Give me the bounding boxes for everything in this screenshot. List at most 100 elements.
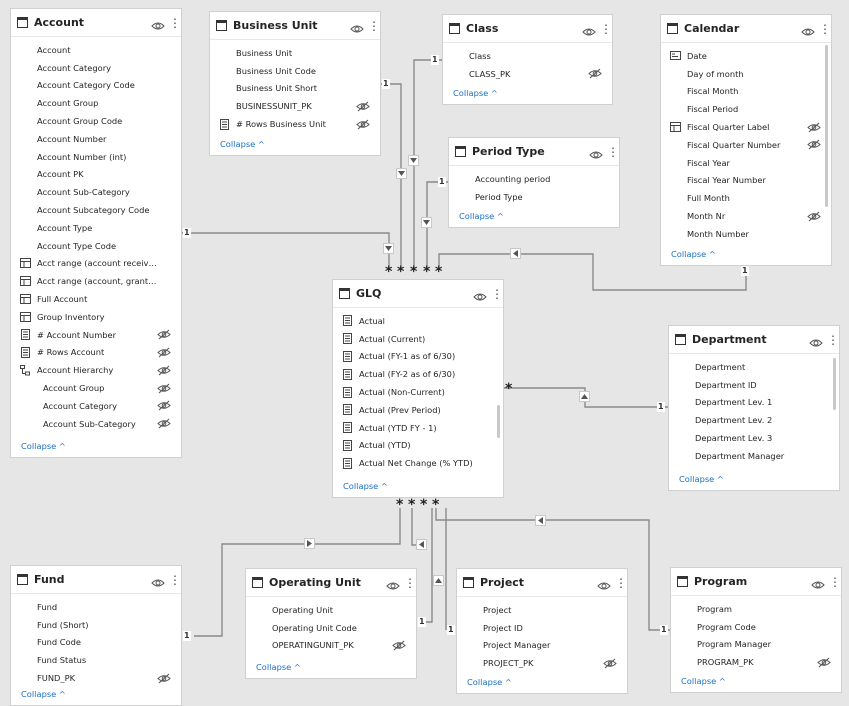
field-row[interactable]: Account Group bbox=[11, 379, 181, 397]
table-header[interactable]: Calendar⋮ bbox=[661, 15, 831, 43]
field-row[interactable]: PROJECT_PK bbox=[457, 654, 627, 672]
field-row[interactable]: Project bbox=[457, 601, 627, 619]
field-row[interactable]: Department Lev. 1 bbox=[669, 394, 839, 412]
field-row[interactable]: Account Category bbox=[11, 59, 181, 77]
field-row[interactable]: Project Manager bbox=[457, 637, 627, 655]
field-row[interactable]: Full Month bbox=[661, 189, 831, 207]
hidden-field-icon[interactable] bbox=[157, 418, 171, 429]
more-options-icon[interactable]: ⋮ bbox=[491, 286, 503, 301]
collapse-link[interactable]: Collapse ^ bbox=[681, 676, 726, 686]
field-row[interactable]: OPERATINGUNIT_PK bbox=[246, 637, 416, 655]
field-row[interactable]: Fiscal Month bbox=[661, 83, 831, 101]
field-row[interactable]: Day of month bbox=[661, 65, 831, 83]
more-options-icon[interactable]: ⋮ bbox=[404, 575, 416, 590]
collapse-link[interactable]: Collapse ^ bbox=[21, 441, 66, 451]
field-row[interactable]: Program Manager bbox=[671, 636, 841, 654]
collapse-link[interactable]: Collapse ^ bbox=[453, 88, 498, 98]
filter-arrow-down-icon[interactable] bbox=[396, 168, 407, 179]
field-row[interactable]: Fund Status bbox=[11, 651, 181, 669]
field-row[interactable]: Actual (FY-1 as of 6/30) bbox=[333, 348, 503, 366]
filter-arrow-right-icon[interactable] bbox=[304, 538, 315, 549]
field-row[interactable]: Class bbox=[443, 47, 612, 65]
field-row[interactable]: # Rows Account bbox=[11, 344, 181, 362]
table-header[interactable]: Program⋮ bbox=[671, 568, 841, 596]
field-row[interactable]: Month Nr bbox=[661, 207, 831, 225]
hidden-field-icon[interactable] bbox=[157, 383, 171, 394]
field-row[interactable]: # Account Number bbox=[11, 326, 181, 344]
field-row[interactable]: Account Category Code bbox=[11, 77, 181, 95]
scrollbar[interactable] bbox=[825, 45, 828, 207]
field-row[interactable]: Account Category bbox=[11, 397, 181, 415]
field-row[interactable]: Fiscal Period bbox=[661, 100, 831, 118]
visibility-eye-icon[interactable] bbox=[597, 577, 611, 589]
collapse-link[interactable]: Collapse ^ bbox=[679, 474, 724, 484]
hidden-field-icon[interactable] bbox=[157, 673, 171, 684]
field-row[interactable]: Account Group bbox=[11, 94, 181, 112]
table-header[interactable]: GLQ⋮ bbox=[333, 280, 503, 308]
field-row[interactable]: Department Lev. 2 bbox=[669, 411, 839, 429]
field-row[interactable]: Actual (Non-Current) bbox=[333, 383, 503, 401]
hidden-field-icon[interactable] bbox=[807, 211, 821, 222]
field-row[interactable]: Business Unit Code bbox=[210, 62, 380, 80]
more-options-icon[interactable]: ⋮ bbox=[615, 575, 627, 590]
visibility-eye-icon[interactable] bbox=[151, 17, 165, 29]
hidden-field-icon[interactable] bbox=[603, 658, 617, 669]
field-row[interactable]: Period Type bbox=[449, 188, 619, 206]
hidden-field-icon[interactable] bbox=[157, 329, 171, 340]
field-row[interactable]: Acct range (account receivable) bbox=[11, 255, 181, 273]
more-options-icon[interactable]: ⋮ bbox=[169, 572, 181, 587]
field-row[interactable]: Account Subcategory Code bbox=[11, 201, 181, 219]
visibility-eye-icon[interactable] bbox=[386, 577, 400, 589]
table-header[interactable]: Period Type⋮ bbox=[449, 138, 619, 166]
visibility-eye-icon[interactable] bbox=[809, 334, 823, 346]
filter-arrow-left-icon[interactable] bbox=[535, 515, 546, 526]
field-row[interactable]: Actual (YTD) bbox=[333, 437, 503, 455]
visibility-eye-icon[interactable] bbox=[151, 574, 165, 586]
visibility-eye-icon[interactable] bbox=[582, 23, 596, 35]
field-row[interactable]: Account Number (int) bbox=[11, 148, 181, 166]
filter-arrow-down-icon[interactable] bbox=[421, 217, 432, 228]
visibility-eye-icon[interactable] bbox=[811, 576, 825, 588]
field-row[interactable]: Operating Unit bbox=[246, 601, 416, 619]
field-row[interactable]: BUSINESSUNIT_PK bbox=[210, 97, 380, 115]
hidden-field-icon[interactable] bbox=[157, 365, 171, 376]
visibility-eye-icon[interactable] bbox=[801, 23, 815, 35]
table-header[interactable]: Account⋮ bbox=[11, 9, 181, 37]
table-header[interactable]: Department⋮ bbox=[669, 326, 839, 354]
field-row[interactable]: Fiscal Quarter Number bbox=[661, 136, 831, 154]
more-options-icon[interactable]: ⋮ bbox=[819, 21, 831, 36]
field-row[interactable]: Program bbox=[671, 600, 841, 618]
field-row[interactable]: Department Lev. 3 bbox=[669, 429, 839, 447]
field-row[interactable]: Account bbox=[11, 41, 181, 59]
filter-arrow-up-icon[interactable] bbox=[433, 575, 444, 586]
field-row[interactable]: Fund Code bbox=[11, 634, 181, 652]
field-row[interactable]: Account Number bbox=[11, 130, 181, 148]
field-row[interactable]: Accounting period bbox=[449, 170, 619, 188]
collapse-link[interactable]: Collapse ^ bbox=[459, 211, 504, 221]
field-row[interactable]: Account Sub-Category bbox=[11, 183, 181, 201]
collapse-link[interactable]: Collapse ^ bbox=[343, 481, 388, 491]
field-row[interactable]: Fiscal Quarter Label bbox=[661, 118, 831, 136]
field-row[interactable]: Operating Unit Code bbox=[246, 619, 416, 637]
field-row[interactable]: Date bbox=[661, 47, 831, 65]
field-row[interactable]: Fund bbox=[11, 598, 181, 616]
field-row[interactable]: Account Type bbox=[11, 219, 181, 237]
field-row[interactable]: Acct range (account, grants & p... bbox=[11, 272, 181, 290]
visibility-eye-icon[interactable] bbox=[350, 20, 364, 32]
more-options-icon[interactable]: ⋮ bbox=[829, 574, 841, 589]
field-row[interactable]: Actual (FY-2 as of 6/30) bbox=[333, 365, 503, 383]
scrollbar[interactable] bbox=[833, 358, 836, 410]
table-header[interactable]: Project⋮ bbox=[457, 569, 627, 597]
table-header[interactable]: Business Unit⋮ bbox=[210, 12, 380, 40]
filter-arrow-down-icon[interactable] bbox=[383, 243, 394, 254]
field-row[interactable]: Account Type Code bbox=[11, 237, 181, 255]
field-row[interactable]: Full Account bbox=[11, 290, 181, 308]
field-row[interactable]: Fiscal Year Number bbox=[661, 172, 831, 190]
visibility-eye-icon[interactable] bbox=[473, 288, 487, 300]
visibility-eye-icon[interactable] bbox=[589, 146, 603, 158]
more-options-icon[interactable]: ⋮ bbox=[827, 332, 839, 347]
